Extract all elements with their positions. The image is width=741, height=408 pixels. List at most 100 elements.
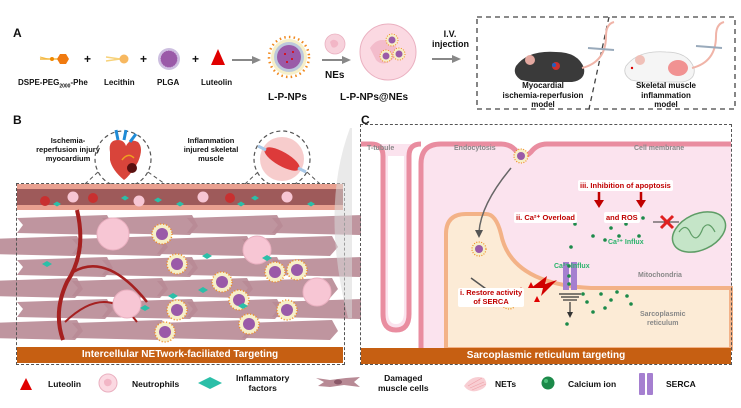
legend-serca-label: SERCA [666,379,696,389]
calcium-ion [617,234,621,238]
legend-line: Damaged [384,373,423,383]
sr-line: reticulum [647,320,679,328]
blood-vessel-branch [72,265,148,303]
inflammatory-factor [53,201,61,207]
step-2-label: ii. Ca²⁺ Overload [514,212,577,223]
nanoparticle [211,271,233,293]
zoom-funnel [334,128,352,318]
plus-sign: + [140,52,148,66]
heart-icon [109,129,141,180]
legend-calcium-label: Calcium ion [568,379,617,389]
endocytosis-label: Endocytosis [454,145,496,152]
calcium-ion [624,222,628,226]
calcium-ion [603,306,607,310]
lecithin-icon [105,54,129,64]
step-1-line: i. Restore activity [460,288,523,297]
legend-nets-icon [464,377,487,392]
calcium-ion [573,222,577,226]
calcium-ions [559,216,645,326]
plga-icon [158,48,180,70]
step-3-label: iii. Inhibition of apoptosis [578,180,673,191]
panel-c-graphics [361,124,733,364]
inflammatory-factor [168,293,178,299]
neutrophil-icon [324,33,346,55]
inflammatory-factor [262,255,272,261]
callout-line: reperfusion injury [36,145,100,154]
muscle-fiber [187,215,283,235]
panel-a-letter: A [13,26,22,40]
model-line: model [531,100,555,110]
model-line: model [654,100,678,110]
legend-line: muscle cells [378,382,429,393]
inflammatory-factor [121,195,129,201]
panel-b-banner: Intercellular NETwork-faciliated Targeti… [17,347,343,363]
legend-luteolin-label: Luteolin [48,379,82,389]
calcium-ion [637,234,641,238]
callout-line: injured skeletal [183,145,239,154]
calcium-ion [625,294,629,298]
red-blood-cell [225,193,235,203]
nanoparticle [264,261,286,283]
injection-label: injection [432,38,470,49]
callout-line: muscle [198,154,224,163]
neutrophil [133,195,145,207]
calcium-ion [591,310,595,314]
inflammatory-factor [238,303,248,309]
muscle-fiber [157,236,253,256]
nanoparticle [276,299,298,321]
calcium-ion [629,302,633,306]
calcium-ion [565,322,569,326]
calcium-ion [599,292,603,296]
sr-label: Sarcoplasmic reticulum [640,310,686,328]
muscle-fiber [17,299,113,319]
nanoparticle [238,313,260,335]
calcium-ion [609,226,613,230]
panel-c-frame [360,124,732,365]
white-mouse-icon [624,21,725,83]
inflammatory-factor [140,305,150,311]
neutrophil [67,191,79,203]
legend-calcium-icon [541,376,555,390]
neutrophil [302,277,332,307]
arrow-icon [432,55,461,63]
ca-influx-mito-label: Ca²⁺ Influx [608,239,644,246]
luteolin-label: Luteolin [201,78,233,87]
model-line: Skeletal muscle [635,81,697,90]
lecithin-label: Lecithin [104,78,135,87]
mitochondria-icon [671,211,727,253]
muscle-fiber [72,320,168,340]
muscle-fiber [242,320,338,340]
calcium-ion [567,264,571,268]
legend-neutrophils-label: Neutrophils [132,379,180,389]
legend-line: factors [248,382,277,393]
l-p-nps-nes-icon [359,23,417,81]
dspe-peg-icon [39,54,69,64]
model-line: Myocardial [522,81,564,90]
animal-models-box [476,16,736,110]
iv-injection-label: I.V.injection [432,29,470,50]
plga-label: PLGA [157,78,180,87]
myocardial-model-label: Myocardial ischemia-reperfusion model [488,81,598,110]
nanoparticle [154,321,176,343]
nanoparticle [166,253,188,275]
neutrophil [96,217,130,251]
muscle-fiber [0,236,83,256]
heart-callout-label: Ischemia- reperfusion injury myocardium [28,136,108,163]
nanoparticle [166,299,188,321]
iv-label: I.V. [443,29,457,39]
red-blood-cell [88,193,98,203]
sr-line: Sarcoplasmic [640,311,686,318]
calcium-ion [615,290,619,294]
mitochondria-label: Mitochondria [638,272,682,279]
model-line: inflammation [641,90,691,100]
calcium-ion [585,300,589,304]
panel-c-letter: C [361,113,370,127]
l-p-nps-label: L-P-NPs [268,92,307,103]
legend-luteolin-icon [20,378,32,390]
luteolin-icon [211,49,225,65]
step-1-line: of SERCA [473,296,509,306]
panel-c-banner: Sarcoplasmic reticulum targeting [361,348,731,364]
calcium-ion [567,274,571,278]
blood-vessel-branch [56,209,83,341]
